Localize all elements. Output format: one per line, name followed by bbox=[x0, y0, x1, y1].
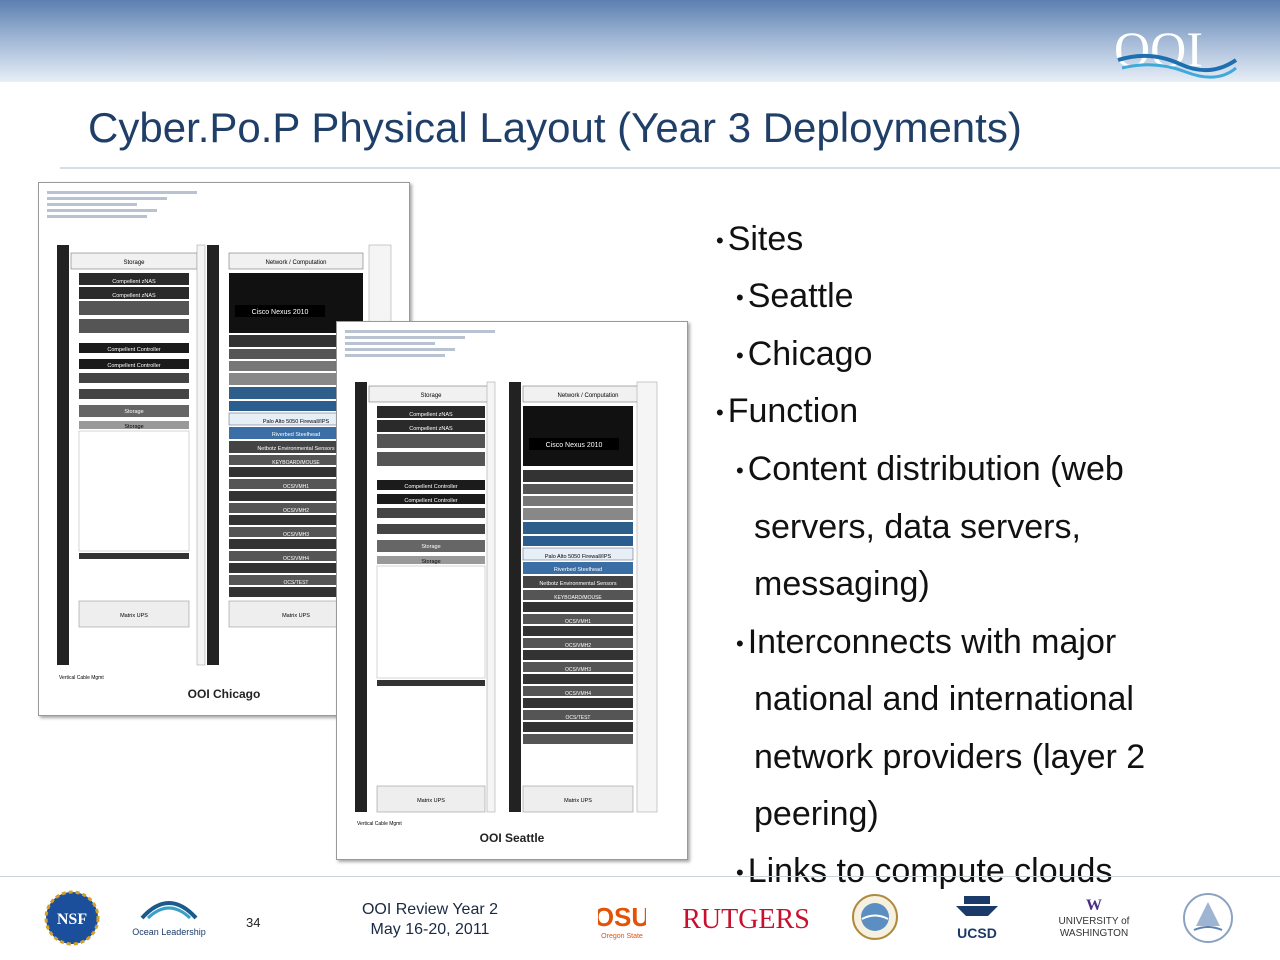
institution-seal-icon bbox=[1183, 893, 1233, 943]
bullet-continuation: messaging) bbox=[754, 565, 930, 603]
svg-text:Vertical Cable Mgmt: Vertical Cable Mgmt bbox=[357, 821, 402, 827]
svg-text:Oregon State: Oregon State bbox=[601, 933, 643, 940]
svg-text:Storage: Storage bbox=[421, 559, 440, 565]
bullet-item: •Sites bbox=[716, 220, 804, 258]
header-banner bbox=[0, 0, 1280, 82]
bullet-continuation: peering) bbox=[754, 795, 879, 833]
svg-text:OCS/VMH3: OCS/VMH3 bbox=[283, 532, 309, 538]
seattle-caption: OOI Seattle bbox=[479, 831, 545, 845]
svg-text:Netbotz Environmental Sensors: Netbotz Environmental Sensors bbox=[257, 446, 335, 452]
svg-text:W: W bbox=[1086, 897, 1102, 914]
svg-text:Compellent Controller: Compellent Controller bbox=[404, 484, 457, 490]
svg-text:Storage: Storage bbox=[124, 424, 143, 430]
svg-text:Compellent Controller: Compellent Controller bbox=[107, 363, 160, 369]
svg-text:NSF: NSF bbox=[57, 911, 87, 928]
storage-header: Storage bbox=[123, 260, 145, 266]
bullet-item: •Links to compute clouds bbox=[736, 852, 1113, 890]
ucsd-logo: UCSD bbox=[956, 896, 998, 941]
rack-drawing: Storage Network / Computation Compellent… bbox=[355, 381, 658, 827]
uw-logo: W UNIVERSITY of WASHINGTON bbox=[1059, 897, 1130, 939]
university-seal-icon bbox=[852, 894, 898, 940]
svg-text:Matrix UPS: Matrix UPS bbox=[120, 613, 148, 619]
svg-text:Palo Alto 5050 Firewall/IPS: Palo Alto 5050 Firewall/IPS bbox=[263, 419, 330, 425]
svg-text:OCS/VMH4: OCS/VMH4 bbox=[565, 691, 591, 697]
svg-text:Compellent Controller: Compellent Controller bbox=[404, 498, 457, 504]
osu-logo: OSU Oregon State bbox=[598, 902, 646, 940]
slide-title: Cyber.Po.P Physical Layout (Year 3 Deplo… bbox=[88, 104, 1022, 151]
svg-text:OCS/VMH2: OCS/VMH2 bbox=[565, 643, 591, 649]
network-header: Network / Computation bbox=[557, 393, 618, 399]
seattle-rack-diagram: Storage Network / Computation Compellent… bbox=[336, 321, 688, 860]
svg-text:Compellent zNAS: Compellent zNAS bbox=[409, 426, 453, 432]
svg-text:OCS/VMH2: OCS/VMH2 bbox=[283, 508, 309, 514]
svg-text:Storage: Storage bbox=[421, 544, 440, 550]
svg-text:Ocean Leadership: Ocean Leadership bbox=[132, 927, 206, 937]
svg-text:OCS/VMH4: OCS/VMH4 bbox=[283, 556, 309, 562]
svg-text:Cisco Nexus 2010: Cisco Nexus 2010 bbox=[252, 309, 309, 316]
svg-text:Palo Alto 5050 Firewall/IPS: Palo Alto 5050 Firewall/IPS bbox=[545, 554, 612, 560]
title-divider bbox=[60, 167, 1280, 169]
ocean-leadership-logo: Ocean Leadership bbox=[132, 901, 206, 937]
svg-text:Matrix UPS: Matrix UPS bbox=[282, 613, 310, 619]
svg-text:Riverbed Steelhead: Riverbed Steelhead bbox=[554, 567, 602, 573]
bullet-item: •Function bbox=[716, 392, 859, 430]
svg-text:UNIVERSITY of: UNIVERSITY of bbox=[1059, 916, 1130, 927]
bullet-item: •Chicago bbox=[736, 335, 873, 373]
svg-text:OCS/TEST: OCS/TEST bbox=[283, 580, 308, 586]
bullet-item: •Seattle bbox=[736, 277, 854, 315]
diagram-metadata bbox=[345, 330, 505, 360]
svg-text:OCS/TEST: OCS/TEST bbox=[565, 715, 590, 721]
bullet-continuation: servers, data servers, bbox=[754, 508, 1081, 546]
svg-text:OCS/VMH3: OCS/VMH3 bbox=[565, 667, 591, 673]
storage-header: Storage bbox=[420, 393, 442, 399]
ooi-logo: OOI bbox=[1114, 21, 1238, 79]
bullet-item: •Interconnects with major bbox=[736, 623, 1117, 661]
bullet-continuation: network providers (layer 2 bbox=[754, 738, 1146, 776]
svg-text:Matrix UPS: Matrix UPS bbox=[564, 798, 592, 804]
svg-text:Storage: Storage bbox=[124, 409, 143, 415]
chicago-caption: OOI Chicago bbox=[187, 687, 261, 701]
svg-text:Compellent Controller: Compellent Controller bbox=[107, 347, 160, 353]
rutgers-logo: RUTGERS bbox=[682, 904, 810, 935]
bullet-item: •Content distribution (web bbox=[736, 450, 1124, 488]
svg-text:WASHINGTON: WASHINGTON bbox=[1060, 928, 1128, 939]
svg-text:Netbotz Environmental Sensors: Netbotz Environmental Sensors bbox=[539, 581, 617, 587]
network-header: Network / Computation bbox=[265, 260, 326, 266]
svg-text:OCS/VMH1: OCS/VMH1 bbox=[283, 484, 309, 490]
rack-drawing: Storage Network / Computation Compellent… bbox=[57, 244, 392, 681]
diagram-metadata bbox=[47, 191, 207, 221]
svg-text:KEYBOARD/MOUSE: KEYBOARD/MOUSE bbox=[554, 595, 602, 601]
bullet-continuation: national and international bbox=[754, 680, 1134, 718]
svg-text:UCSD: UCSD bbox=[957, 925, 997, 941]
svg-text:OCS/VMH1: OCS/VMH1 bbox=[565, 619, 591, 625]
svg-text:Compellent zNAS: Compellent zNAS bbox=[112, 293, 156, 299]
svg-text:Compellent zNAS: Compellent zNAS bbox=[112, 279, 156, 285]
svg-text:KEYBOARD/MOUSE: KEYBOARD/MOUSE bbox=[272, 460, 320, 466]
svg-text:Riverbed Steelhead: Riverbed Steelhead bbox=[272, 432, 320, 438]
page-number: 34 bbox=[246, 915, 261, 930]
svg-text:Cisco Nexus 2010: Cisco Nexus 2010 bbox=[546, 442, 603, 449]
svg-text:RUTGERS: RUTGERS bbox=[682, 904, 810, 935]
svg-text:Vertical Cable Mgmt: Vertical Cable Mgmt bbox=[59, 675, 104, 681]
nsf-logo: NSF bbox=[44, 890, 100, 946]
svg-text:Matrix UPS: Matrix UPS bbox=[417, 798, 445, 804]
footer-divider bbox=[0, 876, 1280, 877]
svg-text:OSU: OSU bbox=[598, 902, 646, 932]
svg-text:Compellent zNAS: Compellent zNAS bbox=[409, 412, 453, 418]
review-info: OOI Review Year 2 May 16-20, 2011 bbox=[361, 901, 499, 938]
